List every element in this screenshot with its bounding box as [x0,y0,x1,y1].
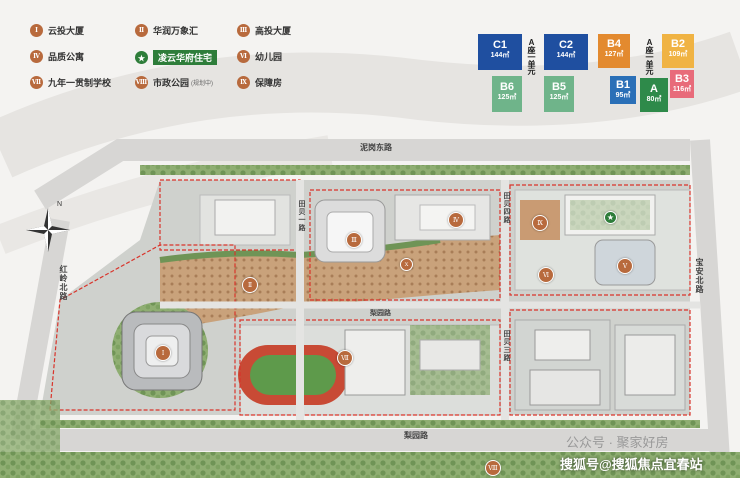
park-south [0,452,740,478]
map-marker-4: Ⅳ [448,212,464,228]
legend-badge: Ⅸ [237,76,250,89]
legend-badge: Ⅱ [135,24,148,37]
road-label-west: 红岭北路 [59,265,68,301]
road-label-south: 梨园路 [404,431,428,440]
map-marker-9: Ⅸ [532,215,548,231]
map-marker-5: Ⅴ [617,258,633,274]
legend-badge: Ⅰ [30,24,43,37]
verge-south [40,420,700,428]
map-marker-6: Ⅵ [538,267,554,283]
compass-icon [26,208,70,252]
map-marker-10: Ⅹ [400,258,413,271]
map-marker-2: Ⅱ [242,277,258,293]
watermark-sohu: 搜狐号@搜狐焦点宜春站 [560,457,703,472]
map-marker-7: Ⅶ [337,350,353,366]
building-school [344,329,406,396]
road-label-inner-3: 田贝三路 [503,330,510,362]
map-marker-3: Ⅲ [346,232,362,248]
legend-badge: Ⅷ [135,76,148,89]
road-baoan-north [690,139,730,461]
road-label-inner-1: 田贝一路 [298,200,305,232]
map-marker-8: Ⅷ [485,460,501,476]
legend-badge: Ⅲ [237,24,250,37]
road-nigang-east [34,139,690,210]
road-label-inner-4: 梨园路 [370,310,391,317]
legend-badge: Ⅵ [237,50,250,63]
road-label-east: 宝安北路 [695,258,704,294]
compass-north-label: N [57,201,63,208]
road-label-north: 泥岗东路 [360,143,392,152]
star-icon: ★ [604,211,617,224]
verge-north [140,165,690,175]
legend-badge: Ⅶ [30,76,43,89]
unit-seat-label: A座一单元 [527,38,536,74]
legend-badge: Ⅳ [30,50,43,63]
road-label-inner-2: 田贝四路 [503,192,510,224]
unit-seat-label-2: A座一单元 [645,38,654,74]
legend-item-5: ★凌云华府住宅 [135,50,218,65]
star-icon: ★ [135,51,148,64]
watermark-account: 公众号 · 聚家好房 [566,435,669,450]
map-marker-1: Ⅰ [155,345,171,361]
